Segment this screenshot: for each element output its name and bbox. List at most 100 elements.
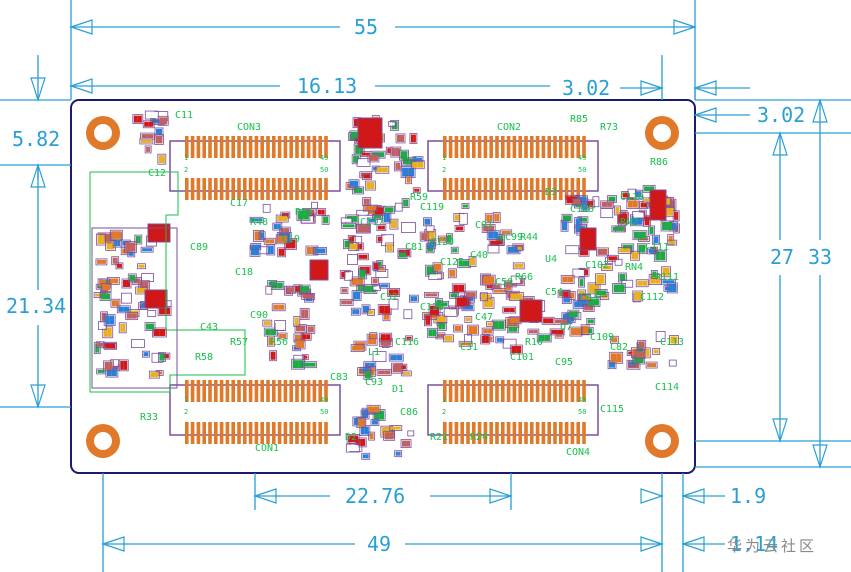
component-pad [113, 278, 119, 284]
connector-pad [530, 136, 534, 158]
component-pad [351, 277, 358, 285]
component-outline [435, 298, 443, 310]
component-pad [414, 188, 417, 192]
component-pad [397, 134, 401, 142]
ic-package [144, 289, 168, 309]
component-pad [142, 248, 148, 252]
component-pad [590, 319, 594, 324]
connector-pad [495, 136, 499, 158]
component-pad [290, 239, 296, 249]
component-pad [106, 284, 111, 291]
component-outline [144, 322, 156, 331]
component-outline [586, 297, 601, 307]
component-pad [670, 361, 673, 366]
connector-pad [248, 380, 253, 402]
component-pad [436, 333, 441, 338]
component-pad [427, 315, 431, 325]
component-pad [528, 330, 534, 334]
component-pad [357, 277, 364, 285]
component-pad [366, 182, 371, 190]
component-pad [357, 418, 362, 427]
component-pad [309, 209, 315, 216]
connector-pad [312, 422, 317, 444]
component-outline [103, 314, 116, 326]
component-outline [632, 230, 648, 241]
component-pad [393, 289, 399, 296]
component-pad [489, 284, 492, 289]
component-outline [377, 304, 392, 316]
connector-pad [477, 380, 482, 402]
component-outline [637, 339, 647, 350]
component-outline [432, 262, 443, 273]
component-outline [607, 254, 619, 262]
silkscreen-label: C47 [475, 312, 493, 323]
component-pad [648, 248, 652, 253]
component-pad [143, 352, 146, 357]
con4-pin2: 2 [442, 408, 446, 416]
connector-pad [312, 178, 317, 200]
component-pad [146, 146, 149, 152]
component-pad [493, 289, 500, 293]
component-pad [353, 243, 358, 250]
component-pad [142, 274, 148, 281]
component-pad [391, 148, 396, 157]
component-outline [569, 326, 583, 337]
connector-pad [312, 380, 317, 402]
connector-pad [582, 380, 586, 402]
component-pad [364, 426, 369, 435]
component-pad [375, 263, 378, 270]
component-outline [389, 218, 399, 230]
component-pad [359, 144, 364, 154]
component-pad [355, 309, 360, 315]
component-outline [147, 310, 157, 317]
component-pad [132, 274, 136, 281]
component-outline [131, 339, 145, 349]
component-pad [355, 138, 359, 142]
component-pad [390, 355, 397, 361]
component-pad [120, 323, 123, 332]
component-pad [150, 372, 155, 378]
component-outline [376, 224, 387, 231]
component-pad [366, 198, 370, 205]
con2-pin1: 1 [442, 154, 446, 162]
component-pad [111, 368, 117, 377]
component-pad [488, 225, 495, 232]
component-pad [273, 304, 279, 310]
connector-pad [472, 380, 476, 402]
component-pad [399, 252, 403, 258]
component-pad [450, 293, 455, 298]
component-pad [483, 225, 489, 232]
component-outline [405, 335, 413, 342]
component-pad [152, 354, 158, 362]
component-pad [611, 337, 615, 343]
connector-pad [541, 136, 546, 158]
component-pad [408, 431, 411, 435]
connector-pad [524, 422, 528, 444]
component-pad [348, 435, 354, 443]
component-pad [300, 286, 305, 293]
component-outline [356, 417, 367, 429]
component-pad [618, 213, 624, 223]
component-pad [389, 207, 394, 213]
component-outline [449, 292, 459, 299]
component-pad [458, 284, 465, 292]
component-pad [434, 305, 440, 315]
connector-pad [477, 178, 482, 200]
component-pad [115, 257, 118, 264]
component-pad [656, 349, 659, 354]
component-pad [123, 280, 127, 288]
connector-pad [570, 136, 575, 158]
component-pad [147, 248, 153, 252]
connector-pad [483, 178, 488, 200]
component-outline [157, 115, 169, 126]
component-pad [662, 221, 668, 230]
component-pad [662, 267, 666, 276]
silkscreen-label: C119 [420, 202, 444, 213]
connector-pad [570, 380, 575, 402]
connector-pad [524, 178, 528, 200]
connector-pad [248, 136, 253, 158]
component-pad [296, 346, 300, 350]
component-pad [268, 281, 273, 286]
component-pad [287, 287, 291, 293]
component-outline [372, 351, 387, 362]
